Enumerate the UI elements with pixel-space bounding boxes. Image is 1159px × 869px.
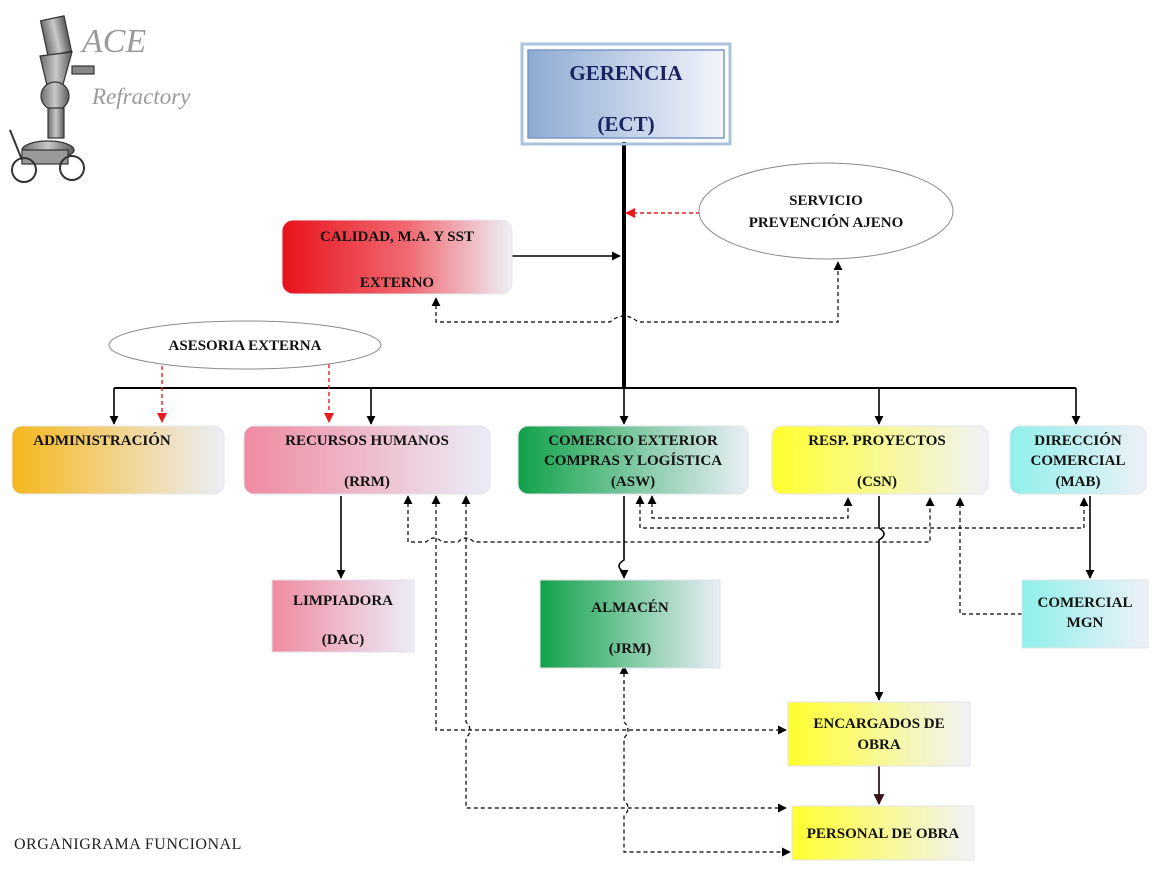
node-gerencia[interactable]: GERENCIA (ECT) <box>520 42 732 146</box>
calidad-sub: EXTERNO <box>360 275 434 291</box>
comercial-line2: MGN <box>1067 615 1104 631</box>
logo-brand: ACE <box>80 23 146 60</box>
node-limpiadora[interactable]: LIMPIADORA (DAC) <box>271 579 415 653</box>
node-recursos-humanos[interactable]: RECURSOS HUMANOS (RRM) <box>243 425 491 495</box>
direccion-line2: COMERCIAL <box>1030 453 1125 469</box>
servicio-line1: SERVICIO <box>789 193 863 209</box>
node-direccion-comercial[interactable]: DIRECCIÓN COMERCIAL (MAB) <box>1009 425 1147 495</box>
node-comercial-mgn[interactable]: COMERCIAL MGN <box>1021 579 1149 649</box>
asesoria-label: ASESORIA EXTERNA <box>169 338 322 354</box>
node-servicio-prevencion[interactable]: SERVICIO PREVENCIÓN AJENO <box>698 162 954 260</box>
node-asesoria-externa[interactable]: ASESORIA EXTERNA <box>108 320 382 370</box>
almacen-title: ALMACÉN <box>591 599 669 616</box>
servicio-line2: PREVENCIÓN AJENO <box>749 214 904 231</box>
node-personal-obra[interactable]: PERSONAL DE OBRA <box>791 805 975 861</box>
encargados-line2: OBRA <box>857 737 901 753</box>
proyectos-code: (CSN) <box>857 474 897 490</box>
direccion-line1: DIRECCIÓN <box>1034 432 1122 449</box>
logo-tagline: Refractory <box>91 84 191 109</box>
almacen-code: (JRM) <box>609 641 651 657</box>
comercial-line1: COMERCIAL <box>1037 595 1132 611</box>
connector-lines <box>109 142 1095 857</box>
node-calidad[interactable]: CALIDAD, M.A. Y SST EXTERNO <box>281 219 513 295</box>
node-encargados-obra[interactable]: ENCARGADOS DE OBRA <box>787 701 971 767</box>
gerencia-code: (ECT) <box>597 112 654 136</box>
node-almacen[interactable]: ALMACÉN (JRM) <box>539 579 721 669</box>
node-resp-proyectos[interactable]: RESP. PROYECTOS (CSN) <box>771 425 989 495</box>
rrhh-code: (RRM) <box>344 474 390 490</box>
limpiadora-title: LIMPIADORA <box>293 593 393 609</box>
node-administracion[interactable]: ADMINISTRACIÓN <box>11 425 225 495</box>
comercio-line1: COMERCIO EXTERIOR <box>548 433 718 449</box>
personal-title: PERSONAL DE OBRA <box>807 826 960 842</box>
comercio-code: (ASW) <box>611 474 655 490</box>
chart-caption: ORGANIGRAMA FUNCIONAL <box>14 836 242 853</box>
direccion-code: (MAB) <box>1056 474 1101 490</box>
calidad-title: CALIDAD, M.A. Y SST <box>320 229 474 245</box>
limpiadora-code: (DAC) <box>322 632 365 648</box>
comercio-line2: COMPRAS Y LOGÍSTICA <box>544 452 722 469</box>
company-logo: ACE Refractory <box>9 15 191 183</box>
encargados-line1: ENCARGADOS DE <box>813 716 944 732</box>
rrhh-title: RECURSOS HUMANOS <box>285 433 449 449</box>
node-comercio-exterior[interactable]: COMERCIO EXTERIOR COMPRAS Y LOGÍSTICA (A… <box>517 425 749 495</box>
administracion-title: ADMINISTRACIÓN <box>33 432 171 449</box>
refractory-machine-icon <box>9 15 95 183</box>
gerencia-title: GERENCIA <box>569 61 683 85</box>
proyectos-title: RESP. PROYECTOS <box>808 433 946 449</box>
